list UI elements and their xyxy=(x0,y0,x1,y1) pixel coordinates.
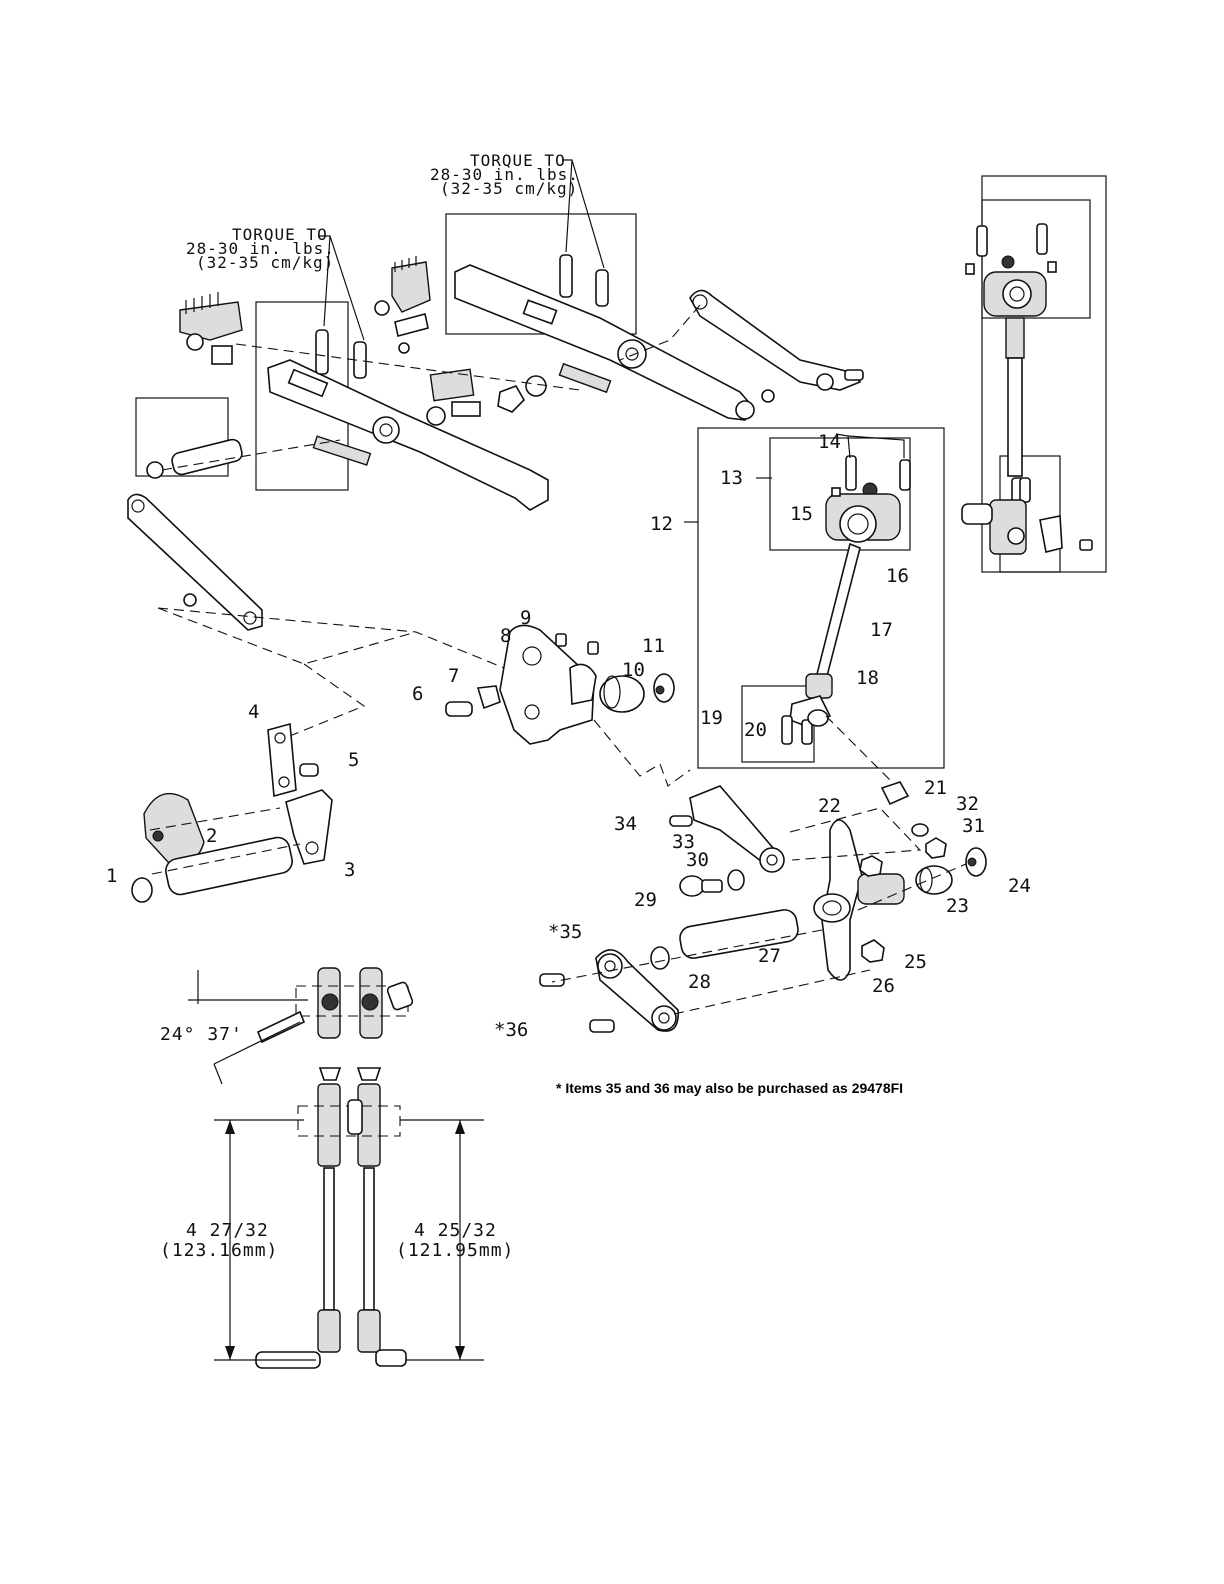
callout-14: 14 xyxy=(818,431,841,453)
callout-3: 3 xyxy=(344,859,355,881)
right-inset-assembly xyxy=(962,176,1106,572)
callout-22: 22 xyxy=(818,795,841,817)
angle-label: 24° 37' xyxy=(160,1024,243,1045)
callout-23: 23 xyxy=(946,895,969,917)
callout-10: 10 xyxy=(622,659,645,681)
callout-8: 8 xyxy=(500,625,511,647)
callout-35: *35 xyxy=(548,921,582,943)
callout-7: 7 xyxy=(448,665,459,687)
callout-27: 27 xyxy=(758,945,781,967)
callout-24: 24 xyxy=(1008,875,1031,897)
callout-33: 33 xyxy=(672,831,695,853)
callout-25: 25 xyxy=(904,951,927,973)
callout-36: *36 xyxy=(494,1019,528,1041)
callout-2: 2 xyxy=(206,825,217,847)
callout-1: 1 xyxy=(106,865,117,887)
callout-20: 20 xyxy=(744,719,767,741)
callout-13: 13 xyxy=(720,467,743,489)
callout-19: 19 xyxy=(700,707,723,729)
torque-note-upper-line3: (32-35 cm/kg) xyxy=(440,179,578,198)
callout-5: 5 xyxy=(348,749,359,771)
dimension-right-metric: (121.95mm) xyxy=(396,1240,514,1261)
callout-18: 18 xyxy=(856,667,879,689)
callout-4: 4 xyxy=(248,701,259,723)
dimension-left-metric: (123.16mm) xyxy=(160,1240,278,1261)
callout-29: 29 xyxy=(634,889,657,911)
dimension-left-fraction: 4 27/32 xyxy=(186,1220,269,1241)
callout-21: 21 xyxy=(924,777,947,799)
dimension-right-fraction: 4 25/32 xyxy=(414,1220,497,1241)
callout-17: 17 xyxy=(870,619,893,641)
callout-34: 34 xyxy=(614,813,637,835)
callout-16: 16 xyxy=(886,565,909,587)
callout-31: 31 xyxy=(962,815,985,837)
callout-6: 6 xyxy=(412,683,423,705)
callout-9: 9 xyxy=(520,607,531,629)
callout-15: 15 xyxy=(790,503,813,525)
callout-28: 28 xyxy=(688,971,711,993)
purchase-note: * Items 35 and 36 may also be purchased … xyxy=(556,1080,976,1096)
callout-12: 12 xyxy=(650,513,673,535)
callout-26: 26 xyxy=(872,975,895,997)
callout-32: 32 xyxy=(956,793,979,815)
torque-note-left-line3: (32-35 cm/kg) xyxy=(196,253,334,272)
callout-11: 11 xyxy=(642,635,665,657)
